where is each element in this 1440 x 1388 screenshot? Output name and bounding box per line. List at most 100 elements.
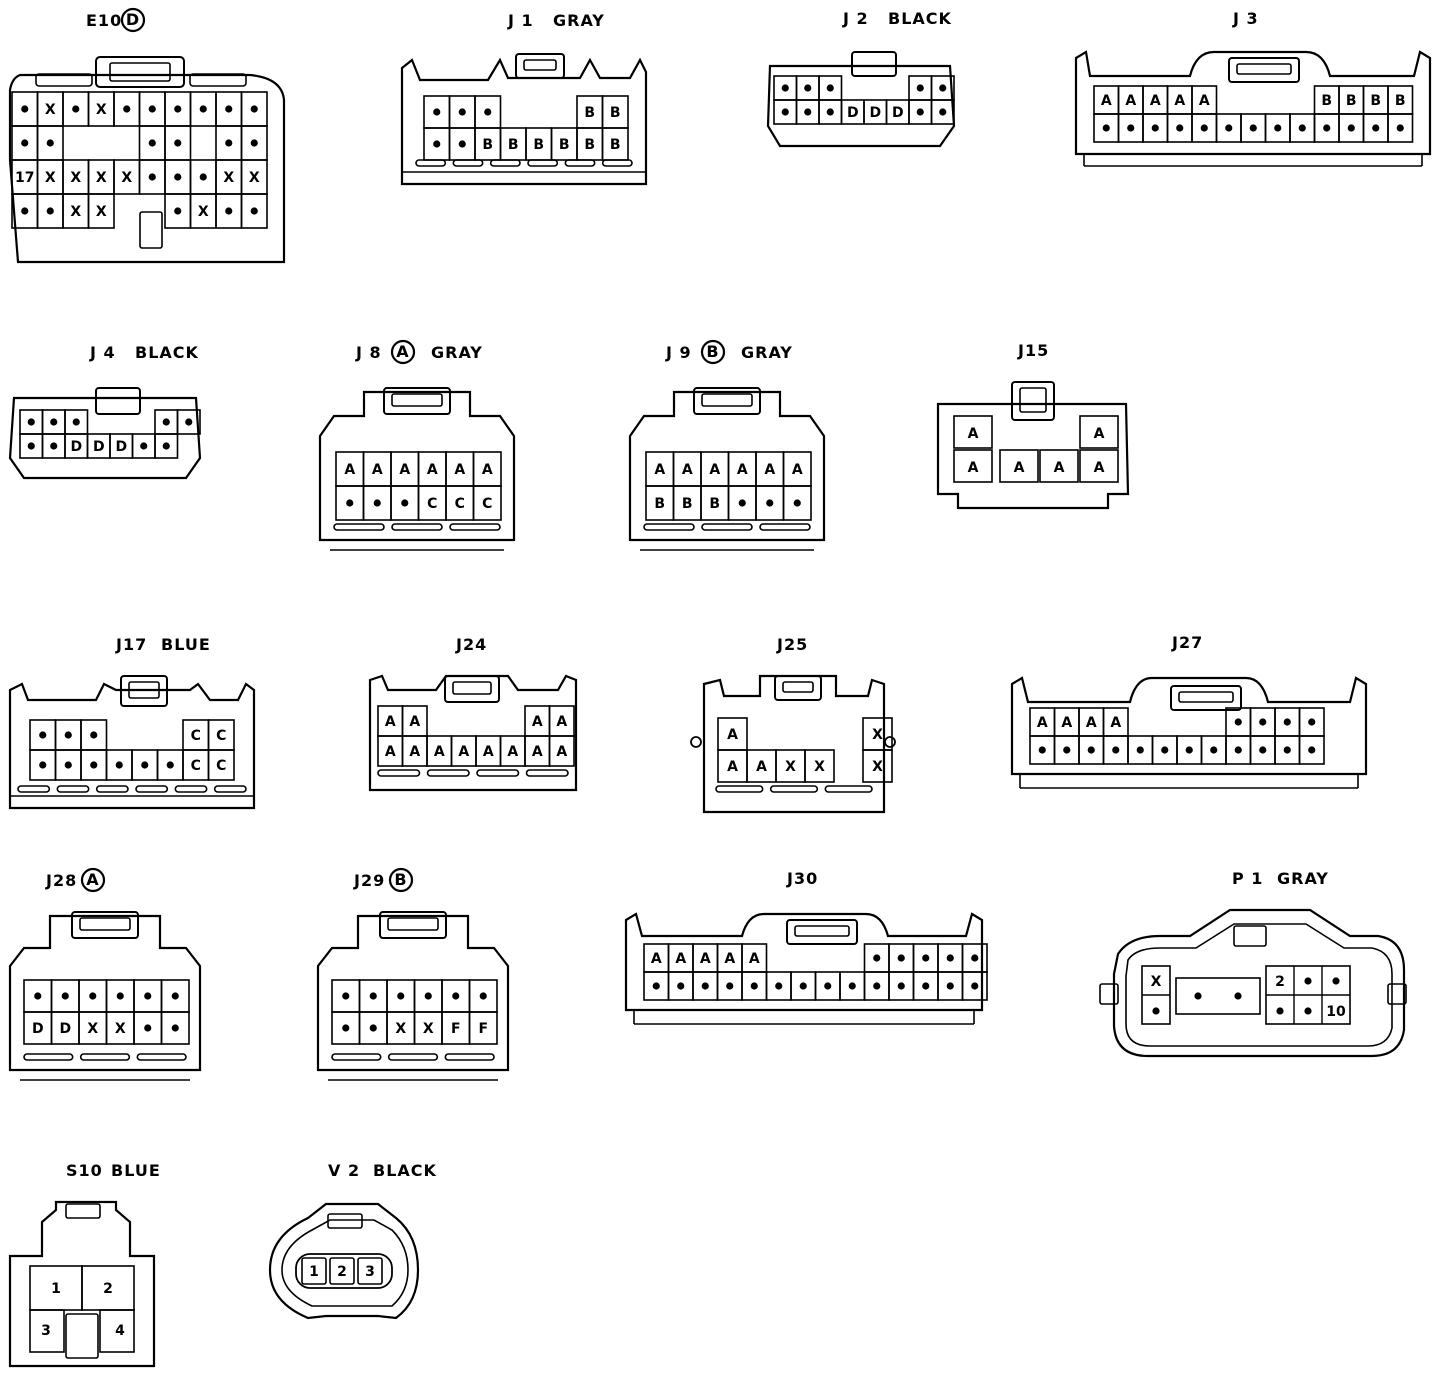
pin-label: A	[1086, 715, 1097, 731]
pin-dot	[1372, 124, 1380, 132]
housing-outline	[1125, 923, 1393, 1047]
side-peg	[690, 736, 702, 748]
pin-label: X	[423, 1021, 434, 1037]
pin-cell	[87, 193, 115, 229]
pin-dot	[922, 982, 930, 990]
bottom-slot	[23, 1053, 74, 1061]
connector-title: J 4	[89, 343, 116, 362]
pin-label: F	[478, 1021, 488, 1037]
bottom-slot	[213, 785, 247, 793]
pin-dot	[897, 954, 905, 962]
pin-label: B	[610, 137, 621, 153]
pin-cell	[961, 971, 988, 1001]
pin-label: X	[70, 204, 81, 220]
latch	[1228, 57, 1300, 83]
pin-label: X	[395, 1021, 406, 1037]
pin-dot	[873, 982, 881, 990]
connector-title: S10	[66, 1161, 103, 1180]
connector-code: J24	[455, 635, 487, 654]
bottom-slot	[79, 1053, 131, 1061]
bottom-slot	[95, 785, 129, 793]
side-tab	[1387, 983, 1407, 1005]
pin-dot	[148, 105, 156, 113]
pin-label: A	[675, 951, 686, 967]
pin-label: C	[427, 496, 437, 512]
pin-dot	[64, 761, 72, 769]
pin-dot	[677, 982, 685, 990]
pin-label: A	[399, 462, 410, 478]
pin-label: B	[654, 496, 665, 512]
pin-label: X	[1151, 974, 1162, 990]
latch-window	[387, 917, 439, 931]
housing-outline	[400, 57, 648, 186]
pin-dot	[174, 173, 182, 181]
pin-dot	[1304, 1007, 1312, 1015]
pin-label: A	[1101, 93, 1112, 109]
latch-window	[701, 393, 753, 407]
pin-label: 2	[1275, 974, 1285, 990]
pin-dot	[1194, 992, 1202, 1000]
pin-label: C	[216, 728, 226, 744]
pin-label: X	[872, 759, 883, 775]
pin-dot	[162, 418, 170, 426]
pin-label: A	[700, 951, 711, 967]
pin-label: A	[409, 744, 420, 760]
pin-label: C	[482, 496, 492, 512]
pin-dot	[1234, 718, 1242, 726]
pin-label: 17	[15, 170, 34, 186]
pin-dot	[793, 499, 801, 507]
pin-dot	[1308, 746, 1316, 754]
pin-dot	[1304, 977, 1312, 985]
pin-label: A	[654, 462, 665, 478]
latch-window	[1019, 387, 1047, 413]
pin-label: X	[70, 170, 81, 186]
pin-dot	[458, 108, 466, 116]
pin-label: A	[458, 744, 469, 760]
pin-label: A	[1094, 426, 1105, 442]
latch-window	[1178, 691, 1234, 703]
pin-dot	[46, 207, 54, 215]
pin-dot	[458, 140, 466, 148]
bottom-slot	[525, 769, 569, 777]
side-tab	[1099, 983, 1119, 1005]
housing-outline	[368, 674, 578, 792]
housing-outline	[766, 64, 956, 148]
pin-label: A	[749, 951, 760, 967]
pin-label: A	[532, 744, 543, 760]
pin-dot	[174, 139, 182, 147]
pin-label: X	[96, 204, 107, 220]
pin-label: A	[968, 426, 979, 442]
pin-dot	[1225, 124, 1233, 132]
pin-dot	[199, 173, 207, 181]
pin-dot	[250, 207, 258, 215]
pin-dot	[174, 105, 182, 113]
pin-dot	[946, 954, 954, 962]
variant-badge-circle	[80, 867, 106, 893]
pin-label: D	[892, 105, 904, 121]
pin-dot	[804, 84, 812, 92]
pin-label: 4	[115, 1323, 125, 1339]
pin-dot	[1176, 124, 1184, 132]
pin-label: B	[1346, 93, 1357, 109]
connector-code: J 4	[89, 343, 116, 362]
connector-code: J17	[115, 635, 147, 654]
pin-dot	[1283, 746, 1291, 754]
pin-label: F	[451, 1021, 461, 1037]
pin-dot	[89, 992, 97, 1000]
pin-dot	[162, 442, 170, 450]
pin-dot	[46, 139, 54, 147]
pin-label: C	[216, 758, 226, 774]
connector-code: V 2	[328, 1161, 360, 1180]
pin-cell	[953, 449, 993, 483]
pin-label: D	[869, 105, 881, 121]
key-slot	[139, 211, 163, 249]
pin-label: B	[709, 496, 720, 512]
pin-dot	[826, 84, 834, 92]
pin-dot	[90, 731, 98, 739]
pin-dot	[1152, 1007, 1160, 1015]
